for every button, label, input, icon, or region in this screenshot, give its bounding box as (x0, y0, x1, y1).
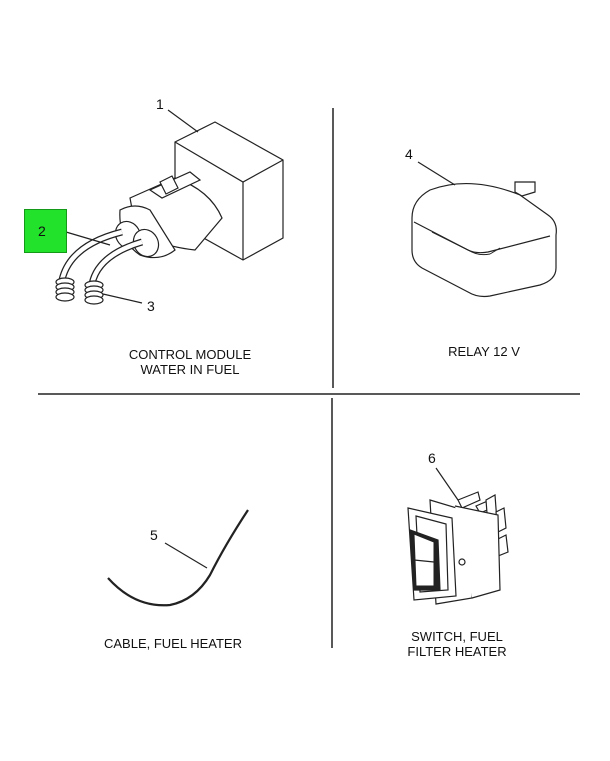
callout-4[interactable]: 4 (405, 146, 413, 162)
caption-switch-line2: FILTER HEATER (407, 644, 507, 659)
callout-1[interactable]: 1 (156, 96, 164, 112)
caption-cable: CABLE, FUEL HEATER (104, 636, 242, 651)
leader-3 (102, 293, 143, 304)
callout-2-highlight[interactable] (24, 209, 67, 253)
caption-control-module-line2: WATER IN FUEL (140, 362, 240, 377)
leader-5 (164, 542, 208, 569)
callout-2[interactable]: 2 (38, 223, 46, 239)
leader-1 (167, 109, 199, 133)
leader-6 (435, 467, 459, 501)
callout-3[interactable]: 3 (147, 298, 155, 314)
control-module-drawing (55, 121, 284, 305)
caption-control-module-line1: CONTROL MODULE (128, 347, 252, 362)
callout-5[interactable]: 5 (150, 527, 158, 543)
caption-control-module: CONTROL MODULE WATER IN FUEL (110, 347, 270, 377)
relay-drawing (411, 181, 557, 298)
switch-drawing (407, 491, 509, 605)
cable-drawing (107, 509, 249, 607)
callout-6[interactable]: 6 (428, 450, 436, 466)
caption-switch-line1: SWITCH, FUEL (411, 629, 503, 644)
leader-2 (65, 231, 111, 246)
caption-switch: SWITCH, FUEL FILTER HEATER (382, 629, 532, 659)
caption-relay: RELAY 12 V (448, 344, 520, 359)
leader-4 (417, 161, 456, 186)
